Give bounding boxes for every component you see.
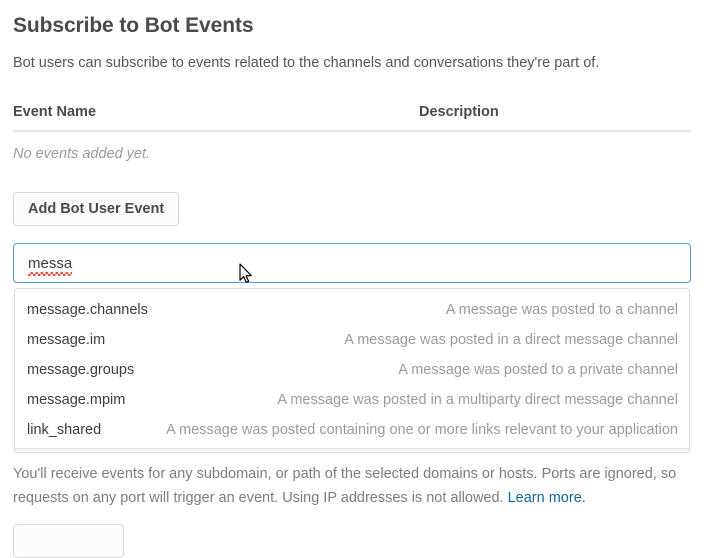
page-title: Subscribe to Bot Events	[13, 14, 254, 37]
dropdown-item-name: message.im	[27, 332, 106, 348]
events-table-header: Event Name Description	[13, 104, 691, 124]
dropdown-item-name: message.mpim	[27, 392, 126, 408]
dropdown-item[interactable]: message.im A message was posted in a dire…	[15, 325, 689, 355]
column-header-event-name: Event Name	[13, 104, 97, 120]
dropdown-item-name: message.channels	[27, 302, 148, 318]
table-header-divider	[13, 130, 691, 132]
dropdown-item[interactable]: message.channels A message was posted to …	[15, 295, 689, 325]
dropdown-item-name: link_shared	[27, 422, 102, 438]
footer-note-text: You'll receive events for any subdomain,…	[13, 466, 677, 506]
dropdown-item-description: A message was posted to a private channe…	[398, 362, 678, 378]
events-empty-message: No events added yet.	[13, 146, 151, 162]
dropdown-item-description: A message was posted in a direct message…	[344, 332, 678, 348]
footer-divider	[13, 448, 691, 450]
footer-note: You'll receive events for any subdomain,…	[13, 462, 693, 510]
spellcheck-underline	[28, 271, 73, 276]
dropdown-item[interactable]: link_shared A message was posted containi…	[15, 415, 689, 445]
dropdown-item-description: A message was posted in a multiparty dir…	[277, 392, 678, 408]
dropdown-item-description: A message was posted to a channel	[445, 302, 678, 318]
learn-more-link[interactable]: Learn more.	[507, 490, 586, 506]
partial-bottom-button[interactable]	[13, 524, 124, 558]
event-search-input[interactable]: messa	[13, 243, 691, 283]
dropdown-item-name: message.groups	[27, 362, 135, 378]
event-search-value: messa	[28, 254, 73, 276]
dropdown-item-description: A message was posted containing one or m…	[166, 422, 678, 438]
page-subtitle: Bot users can subscribe to events relate…	[13, 55, 600, 71]
dropdown-item[interactable]: message.mpim A message was posted in a mu…	[15, 385, 689, 415]
subscribe-bot-events-page: Subscribe to Bot Events Bot users can su…	[13, 14, 693, 558]
event-suggestions-dropdown[interactable]: message.channels A message was posted to …	[14, 288, 690, 453]
add-bot-user-event-button[interactable]: Add Bot User Event	[13, 192, 180, 226]
dropdown-item[interactable]: message.groups A message was posted to a …	[15, 355, 689, 385]
column-header-description: Description	[419, 104, 499, 120]
event-search-text: messa	[28, 254, 73, 272]
